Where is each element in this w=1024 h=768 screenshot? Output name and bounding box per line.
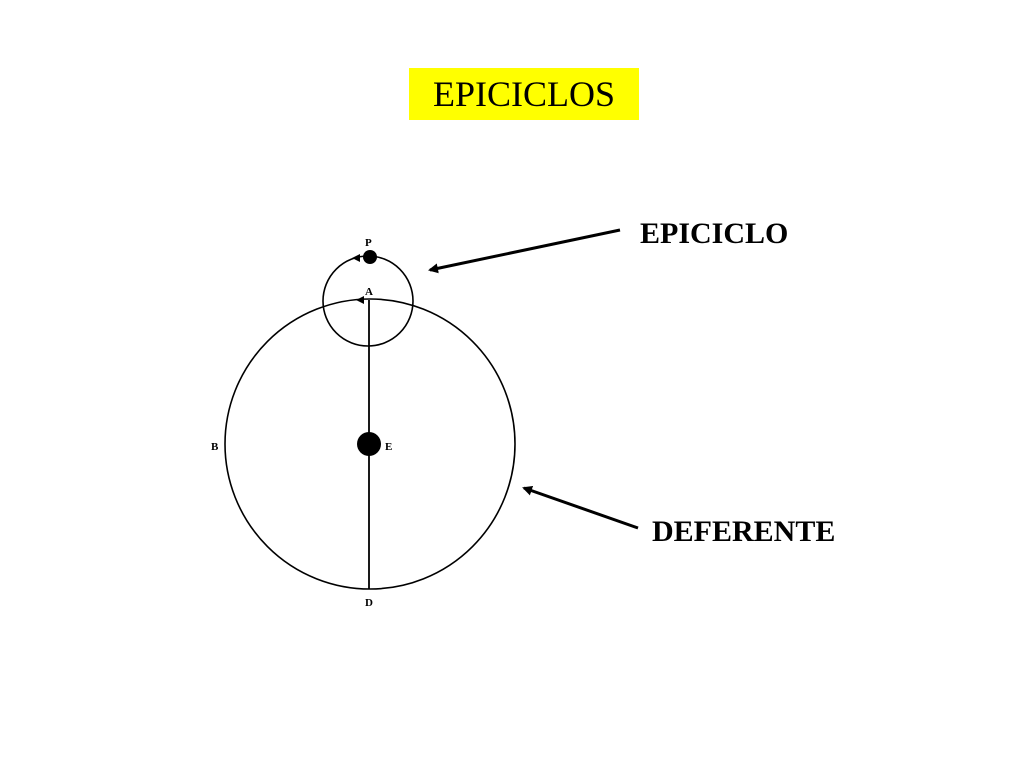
label-p: P (365, 237, 372, 249)
deferent-callout-arrow (522, 485, 639, 530)
deferent-direction-arrow (356, 296, 364, 304)
deferent-callout-label: DEFERENTE (652, 515, 835, 548)
earth-dot (357, 432, 381, 456)
label-b: B (211, 441, 219, 453)
label-a: A (365, 286, 373, 298)
slide-title: EPICICLOS (409, 68, 639, 120)
label-d: D (365, 597, 373, 609)
epicycle-circle (322, 255, 414, 347)
epicycle-callout-label: EPICICLO (640, 217, 788, 250)
epicycle-direction-arrow (352, 254, 360, 262)
label-e: E (385, 441, 392, 453)
epicycle-callout-arrow (428, 228, 621, 274)
slide-title-text: EPICICLOS (432, 74, 616, 114)
deferent-circle (224, 298, 516, 590)
planet-dot (363, 250, 377, 264)
